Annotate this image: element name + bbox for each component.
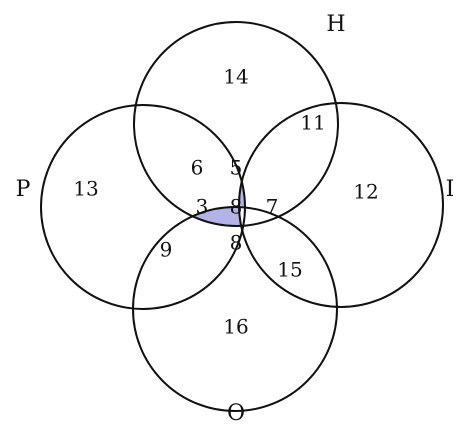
set-label-o: O (227, 401, 245, 426)
region-p-o: 9 (160, 238, 173, 262)
region-p-h-o: 3 (196, 195, 209, 219)
region-h-only: 14 (223, 65, 248, 89)
circle-p (40, 104, 246, 310)
region-i-o: 15 (277, 258, 302, 282)
circle-o (132, 206, 338, 412)
region-i-only: 12 (353, 180, 378, 204)
circle-i (238, 102, 444, 308)
circle-h (133, 21, 339, 227)
region-h-i-o: 7 (266, 195, 279, 219)
set-label-h: H (326, 12, 345, 37)
region-h-i: 11 (300, 111, 325, 135)
region-h-p-i: 5 (230, 156, 243, 180)
set-label-p: P (16, 177, 31, 202)
region-o-only: 16 (223, 315, 248, 339)
region-p-i-o: 8 (230, 231, 243, 255)
region-p-h: 6 (191, 156, 204, 180)
region-p-only: 13 (73, 177, 98, 201)
region-h-p-i-o: 8 (230, 195, 243, 219)
set-label-i: I (446, 177, 455, 202)
